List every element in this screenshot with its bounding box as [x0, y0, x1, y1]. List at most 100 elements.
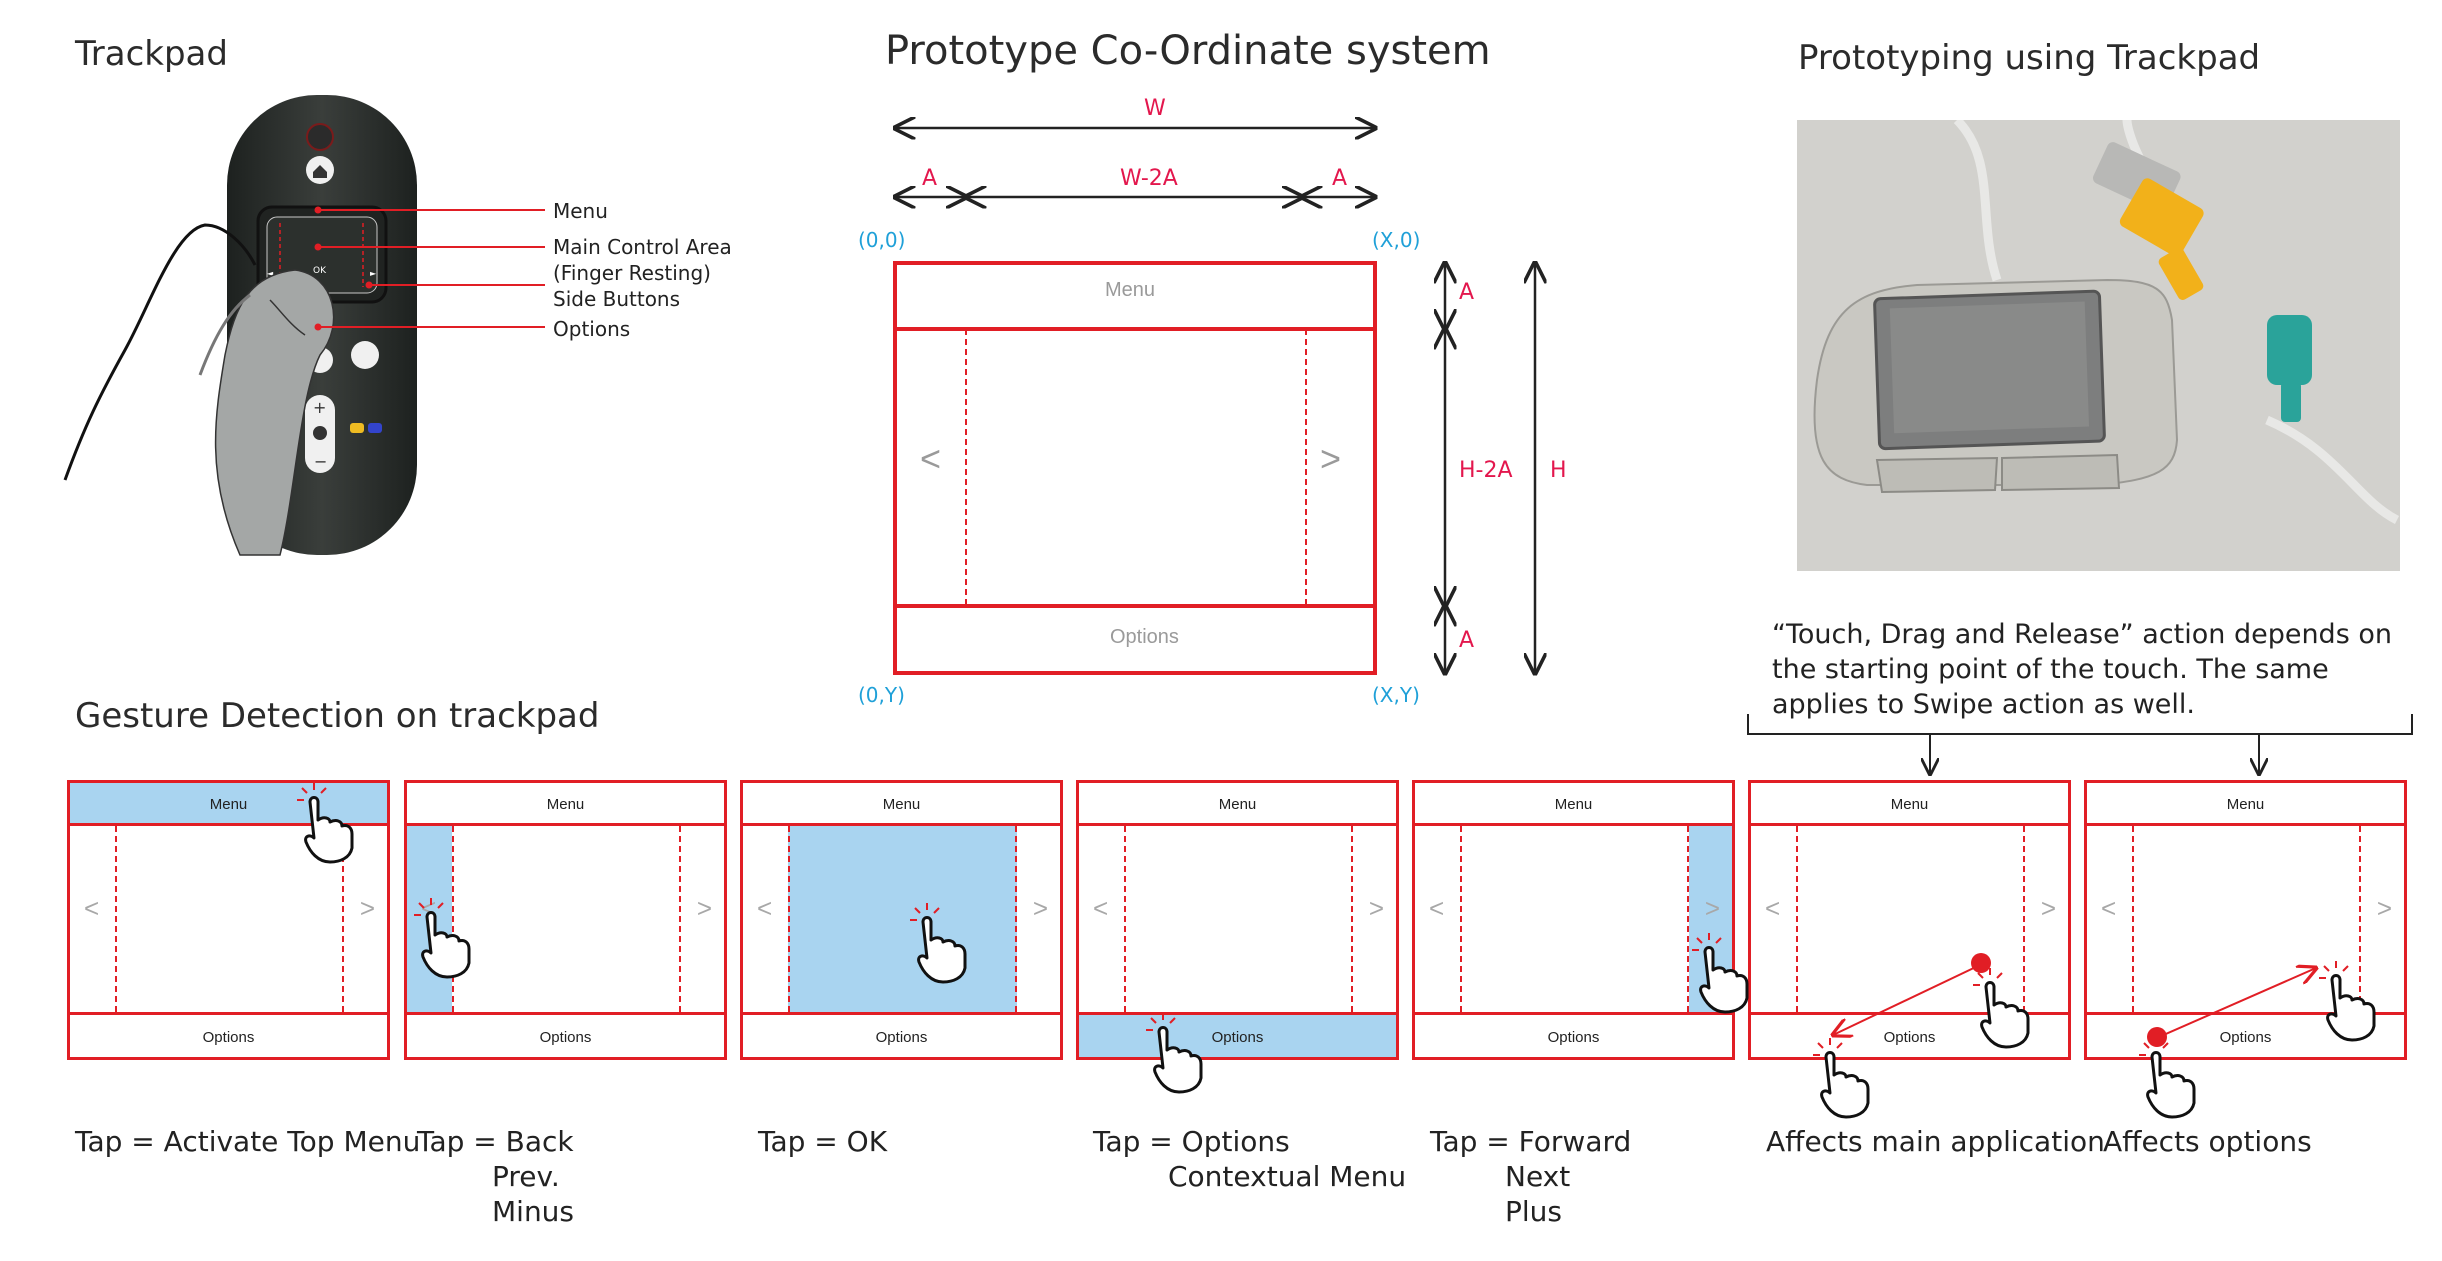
prototyping-title: Prototyping using Trackpad: [1798, 38, 2261, 78]
gesture-caption: Prev.: [492, 1160, 560, 1193]
thumb: [214, 269, 335, 556]
gesture-caption: Tap = Back: [417, 1125, 574, 1158]
gesture-caption: Affects main application: [1766, 1125, 2105, 1158]
hand-outline: [63, 223, 257, 481]
panel-menu-label: Menu: [407, 783, 724, 826]
panel-right-arrow: >: [359, 893, 375, 923]
svg-text:◄: ◄: [267, 269, 274, 278]
callout-side-buttons: Side Buttons: [553, 287, 681, 311]
gesture-caption: Tap = Forward: [1430, 1125, 1632, 1158]
label-h: H: [1550, 458, 1567, 483]
panel-options-label: Options: [407, 1012, 724, 1057]
gesture-caption: Affects options: [2103, 1125, 2312, 1158]
panel-menu-label: Menu: [2087, 783, 2404, 826]
panel-options-label: Options: [2087, 1012, 2404, 1057]
diagram-left-arrow: <: [920, 438, 942, 479]
panel-right-arrow: >: [696, 893, 712, 923]
panel-options-label: Options: [743, 1012, 1060, 1057]
panel-menu-label: Menu: [1415, 783, 1732, 826]
panel-right-arrow: >: [1032, 893, 1048, 923]
yellow-key: [350, 423, 364, 433]
panel-options-label: Options: [70, 1012, 387, 1057]
coord-top-right: (X,0): [1372, 228, 1421, 252]
tap-hand-icon: [910, 903, 967, 984]
panel-left-arrow: <: [84, 893, 100, 923]
ok-label: OK: [313, 266, 327, 276]
yellow-connector: [2119, 178, 2204, 257]
gesture-caption: Tap = Options: [1093, 1125, 1290, 1158]
panel-menu-label: Menu: [743, 783, 1060, 826]
gesture-caption: Tap = Activate Top Menu: [75, 1125, 421, 1158]
tap-hand-icon: [1813, 1038, 1870, 1119]
svg-text:+: +: [313, 398, 326, 417]
panel-left-arrow: <: [1765, 893, 1781, 923]
tap-hand-icon: [2319, 961, 2376, 1042]
teal-connector: [2267, 315, 2312, 385]
tap-hand-icon: [414, 898, 471, 979]
touch-start-dot: [1971, 953, 1991, 973]
panel-menu-label: Menu: [1751, 783, 2068, 826]
coordinate-title: Prototype Co-Ordinate system: [885, 28, 1491, 74]
label-a-bottom: A: [1459, 628, 1475, 653]
gesture-caption: Contextual Menu: [1168, 1160, 1407, 1193]
panel-right-arrow: >: [2040, 893, 2056, 923]
label-a-left: A: [922, 166, 938, 191]
note-bracket: [1747, 714, 2413, 782]
panel-left-arrow: <: [2101, 893, 2117, 923]
power-icon: [306, 123, 334, 151]
panel-left-arrow: <: [1093, 893, 1109, 923]
callout-menu: Menu: [553, 199, 608, 223]
trackpad-title: Trackpad: [75, 34, 228, 74]
touch-start-dot: [2147, 1027, 2167, 1047]
blue-key: [368, 423, 382, 433]
panel-options-label: Options: [1415, 1012, 1732, 1057]
panel-right-arrow: >: [2376, 893, 2392, 923]
panel-left-arrow: <: [757, 893, 773, 923]
tap-hand-icon: [1692, 933, 1749, 1014]
label-w-minus-2a: W-2A: [1120, 166, 1178, 191]
tap-hand-icon: [297, 783, 354, 864]
tap-hand-icon: [2139, 1038, 2196, 1119]
touch-drag-note: “Touch, Drag and Release” action depends…: [1772, 619, 2392, 720]
tap-hand-icon: [1973, 968, 2030, 1049]
panel-menu-label: Menu: [70, 783, 387, 826]
trackpad-photo: [1797, 120, 2400, 571]
highlight-zone: [788, 826, 1017, 1012]
gesture-caption: Next: [1505, 1160, 1571, 1193]
callout-options: Options: [553, 317, 631, 341]
panel-options-label: Options: [1079, 1012, 1396, 1057]
label-a-top: A: [1459, 280, 1475, 305]
label-h-minus-2a: H-2A: [1459, 458, 1513, 483]
gesture-caption: Plus: [1505, 1195, 1562, 1228]
gesture-title: Gesture Detection on trackpad: [75, 696, 600, 736]
panel-options-label: Options: [1751, 1012, 2068, 1057]
diagram-options-label: Options: [1110, 626, 1179, 648]
coord-bottom-left: (0,Y): [858, 683, 905, 707]
panel-left-arrow: <: [1429, 893, 1445, 923]
gesture-caption: Tap = OK: [758, 1125, 888, 1158]
info-icon: [351, 341, 379, 369]
panel-menu-label: Menu: [1079, 783, 1396, 826]
svg-text:−: −: [314, 452, 327, 471]
panel-right-arrow: >: [1368, 893, 1384, 923]
remote-illustration: OK ◄ ► + −: [63, 95, 475, 556]
coord-origin: (0,0): [858, 228, 906, 252]
callout-main-control-area: Main Control Area: [553, 235, 732, 259]
gesture-caption: Minus: [492, 1195, 575, 1228]
diagram-menu-label: Menu: [1105, 279, 1156, 301]
highlight-zone: [1079, 1012, 1396, 1057]
coord-bottom-right: (X,Y): [1372, 683, 1420, 707]
highlight-zone: [70, 783, 387, 826]
svg-text:►: ►: [370, 269, 377, 278]
coordinate-diagram: [850, 95, 1570, 715]
label-a-right: A: [1332, 166, 1348, 191]
label-w: W: [1144, 96, 1166, 121]
callout-finger-resting: (Finger Resting): [553, 261, 711, 285]
diagram-right-arrow: >: [1320, 438, 1342, 479]
